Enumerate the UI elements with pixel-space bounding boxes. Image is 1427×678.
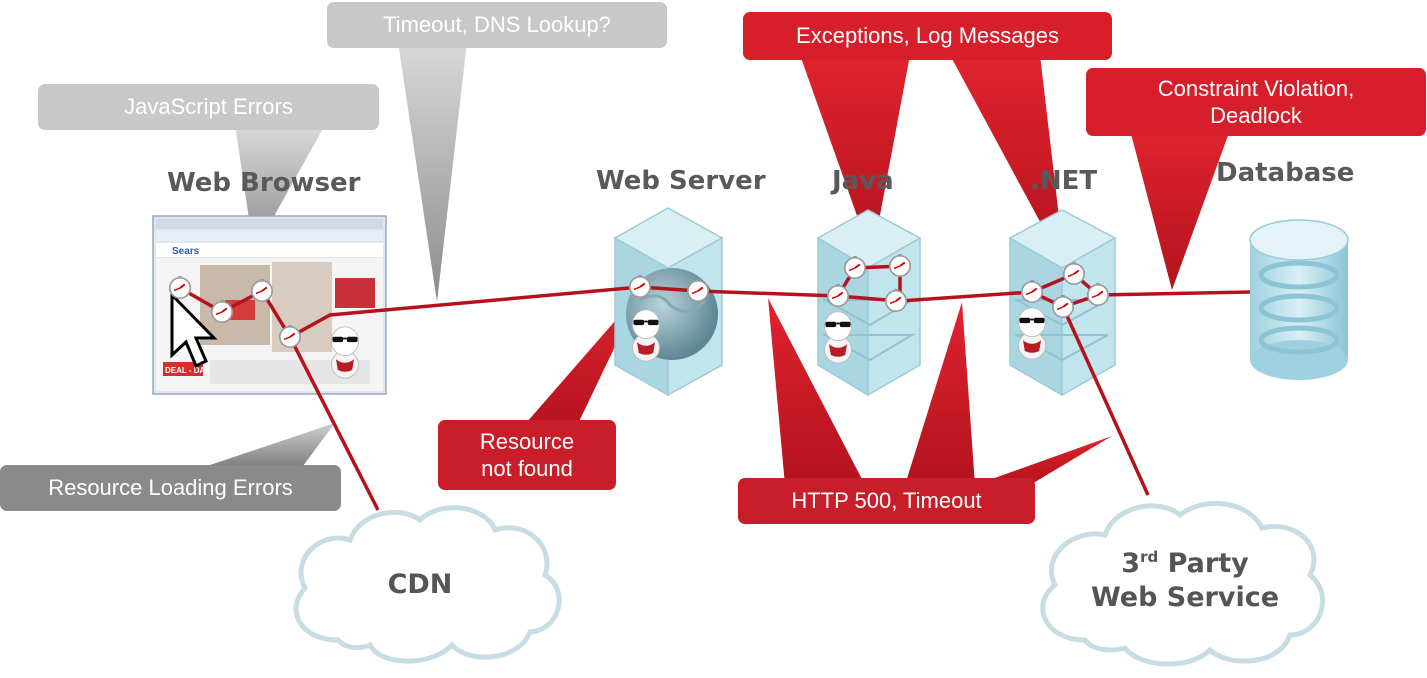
http-timeout-callout-text: HTTP 500, Timeout [791,488,982,514]
constraint-callout-line1: Constraint Violation, [1157,75,1355,101]
third-party-cloud-icon [1040,501,1326,667]
javascript-errors-callout-text: JavaScript Errors [124,94,293,120]
resource-callout-tail [520,290,642,430]
cdn-label: CDN [387,569,453,600]
third-party-number: 3 [1121,548,1141,579]
web-server-label: Web Server [596,166,766,196]
database-label: Database [1216,158,1355,188]
javascript-errors-callout-box [38,84,379,130]
http-callout-tail-java [905,302,975,485]
timeout-callout-tail [398,42,467,302]
http-callout-tail-webserver [768,298,865,485]
exceptions-callout-tail-java [800,55,910,258]
http-callout-tail-dotnet [975,436,1112,485]
cdn-cloud-icon [293,505,562,664]
timeout-callout-text: Timeout, DNS Lookup? [383,12,611,38]
dotnet-label: .NET [1030,166,1098,196]
constraint-callout-line2: Deadlock [1210,103,1302,128]
third-party-line2: Web Service [1090,581,1280,613]
web-server-block [613,207,724,397]
resource-not-found-callout-box [438,420,616,490]
resource-callout-line1: Resource [479,428,575,454]
database-icon [1249,219,1349,380]
third-party-web-service-label: 3rd Party Web Service [1080,547,1290,615]
browser-brand: Sears [172,246,200,257]
third-party-party-word: Party [1158,548,1249,579]
third-party-line1: 3rd Party [1080,547,1290,581]
browser-banner: DEAL - DAY [165,366,211,375]
resource-not-found-callout-text: Resource not found [438,420,616,490]
web-browser-label: Web Browser [167,168,361,198]
third-party-ordinal: rd [1140,548,1159,566]
resource-loading-callout-box [0,465,341,511]
exceptions-callout-tail-dotnet [950,55,1065,268]
constraint-callout-box [1086,68,1426,136]
resource-callout-line2: not found [481,456,573,481]
constraint-callout-tail [1130,130,1230,290]
exceptions-callout-text: Exceptions, Log Messages [796,23,1059,49]
mouse-pointer-icon [170,291,218,369]
timeout-callout-box [327,2,667,48]
resource-loading-callout-tail [195,423,335,470]
constraint-callout-text: Constraint Violation, Deadlock [1086,68,1426,136]
resource-loading-callout-text: Resource Loading Errors [48,475,293,501]
java-label: Java [832,166,894,196]
exceptions-callout-box [743,12,1112,60]
http-timeout-callout-box [738,478,1035,524]
